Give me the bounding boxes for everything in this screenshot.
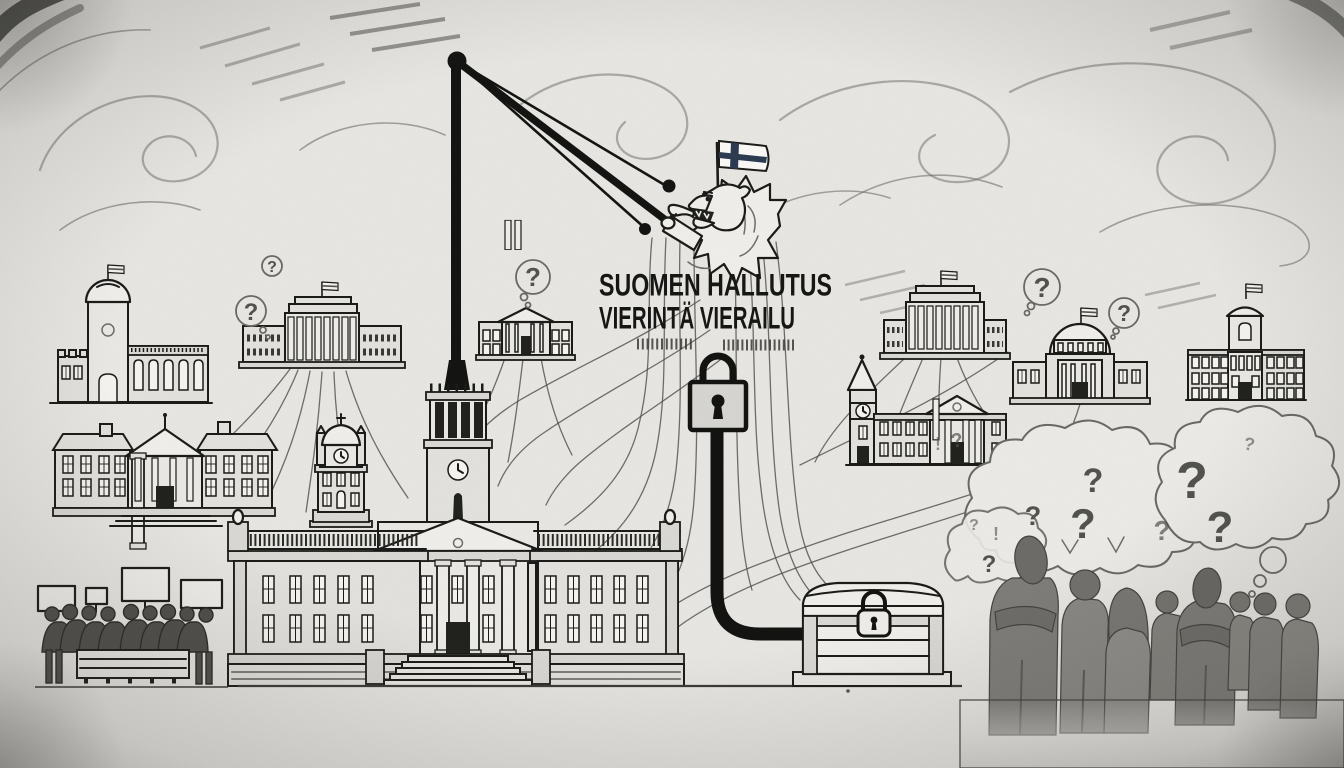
paper-grain: [0, 0, 1344, 768]
illustration-canvas: SUOMEN HALLUTUS VIERINTÄ VIERAILU ?: [0, 0, 1344, 768]
